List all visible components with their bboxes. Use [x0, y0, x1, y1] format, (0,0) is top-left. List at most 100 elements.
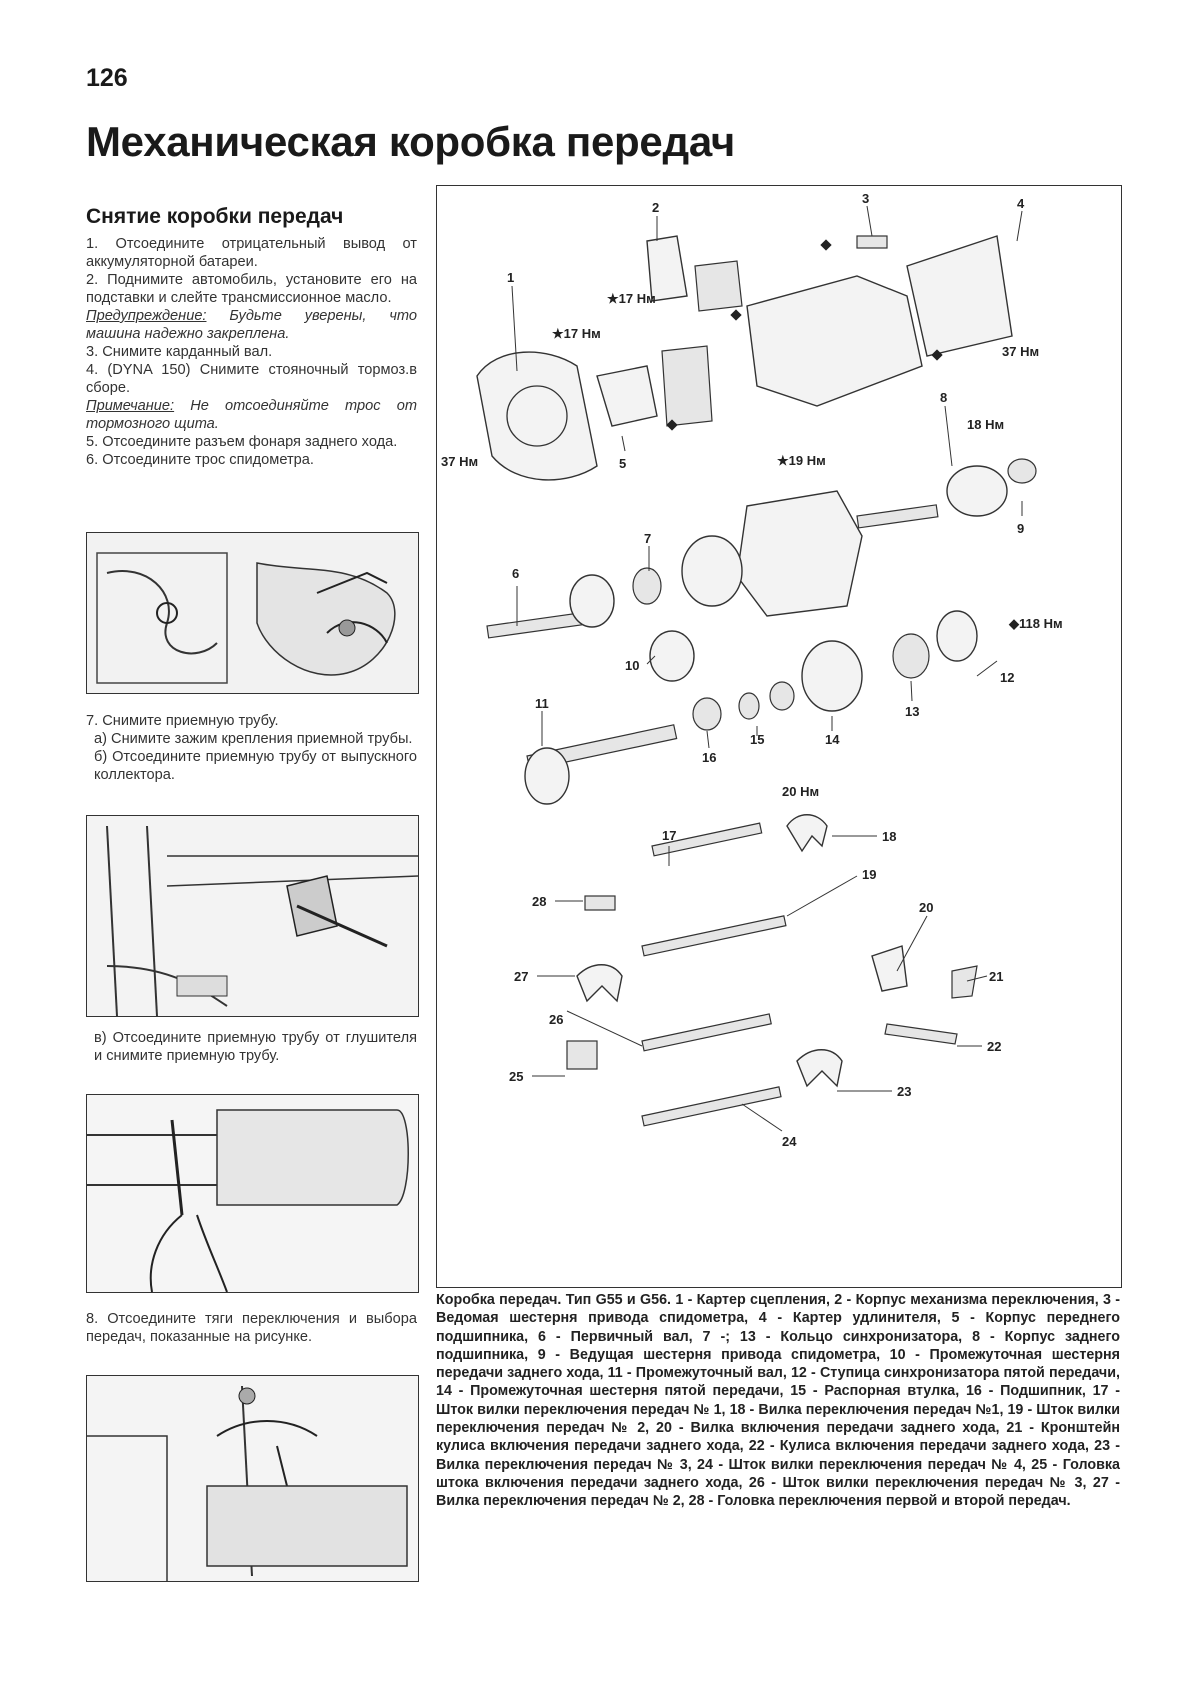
part-16-bearing [692, 697, 722, 731]
callout-16: 16 [702, 750, 716, 765]
left-column: Снятие коробки передач 1. Отсоедините от… [86, 205, 417, 469]
warning-text: Будьте уверены, что машина надежно закре… [86, 308, 417, 342]
gasket-a [661, 345, 713, 427]
part-2-shift-housing [646, 235, 688, 302]
warning: Предупреждение: Будьте уверены, что маши… [86, 307, 417, 343]
callout-11: 11 [535, 696, 549, 711]
part-25-reverse-shift-head [566, 1040, 598, 1070]
callout-18: 18 [882, 829, 896, 844]
callout-27: 27 [514, 969, 528, 984]
callout-13: 13 [905, 704, 919, 719]
callout-3: 3 [862, 191, 869, 206]
part-7-synchronizer-ring [632, 567, 662, 605]
part-22-reverse-shift-arm [884, 1023, 958, 1045]
callout-9: 9 [1017, 521, 1024, 536]
page-number: 126 [86, 64, 128, 92]
part-23-shift-fork-3 [796, 1049, 843, 1088]
photo-speedometer-cable [86, 532, 419, 694]
part-17-shift-fork-shaft-1 [651, 822, 763, 857]
part-26-shift-fork-shaft-3 [641, 1013, 772, 1052]
callout-10: 10 [625, 658, 639, 673]
photo-exhaust-clamp-illustration [87, 816, 418, 1016]
part-15-needle-bearing [769, 681, 795, 711]
photo-shift-linkage [86, 1375, 419, 1582]
torque-17nm-a: ★17 Нм [607, 291, 656, 306]
part-18-shift-fork-1 [786, 814, 828, 853]
step-2: 2. Поднимите автомобиль, установите его … [86, 272, 417, 306]
part-27-shift-fork-2 [576, 964, 623, 1003]
part-12-fifth-synchronizer-hub [936, 610, 978, 662]
callout-2: 2 [652, 200, 659, 215]
photo-muffler-illustration [87, 1095, 418, 1292]
step-1: 1. Отсоедините отрицательный вывод от ак… [86, 236, 417, 270]
callout-25: 25 [509, 1069, 523, 1084]
callout-7: 7 [644, 531, 651, 546]
diagram-caption: Коробка передач. Тип G55 и G56. 1 - Карт… [436, 1292, 1120, 1510]
intermediate-plate [736, 490, 863, 617]
part-6-input-gear [569, 574, 615, 628]
callout-26: 26 [549, 1012, 563, 1027]
gearbox-exploded-view: 1 2 3 4 5 6 7 8 9 10 11 12 13 14 15 16 1… [441, 191, 1063, 1149]
callout-5: 5 [619, 456, 626, 471]
part-24-shift-fork-shaft-4 [641, 1086, 782, 1127]
callout-1: 1 [507, 270, 514, 285]
transmission-case [746, 275, 923, 407]
part-9-speedometer-drive-gear [1007, 458, 1037, 484]
callout-14: 14 [825, 732, 840, 747]
photo-speedometer-cable-illustration [87, 533, 418, 693]
step-7b: б) Отсоедините приемную трубу от выпускн… [94, 749, 417, 783]
step-7c-block: в) Отсоедините приемную трубу от глушите… [86, 1029, 417, 1065]
step-3: 3. Снимите карданный вал. [86, 344, 273, 360]
callout-20: 20 [919, 900, 933, 915]
callout-24: 24 [782, 1134, 797, 1149]
torque-20nm: 20 Нм [782, 784, 819, 799]
warning-label: Предупреждение: [86, 308, 207, 324]
part-1-clutch-housing [476, 351, 598, 481]
part-10-reverse-idler-gear [649, 630, 695, 682]
photo-exhaust-clamp [86, 815, 419, 1017]
callout-8: 8 [940, 390, 947, 405]
torque-37nm-b: 37 Нм [1002, 344, 1039, 359]
torque-18nm: 18 Нм [967, 417, 1004, 432]
output-gear-cluster [681, 535, 743, 607]
callout-17: 17 [662, 828, 676, 843]
gasket-b [694, 260, 743, 312]
step-5: 5. Отсоедините разъем фонаря заднего ход… [86, 434, 398, 450]
part-21-reverse-shift-arm-bracket [951, 965, 978, 999]
callout-19: 19 [862, 867, 876, 882]
torque-17nm-b: ★17 Нм [552, 326, 601, 341]
photo-muffler [86, 1094, 419, 1293]
note-text: Не отсоединяйте трос от тормозного щита. [86, 398, 417, 432]
part-20-reverse-shift-fork [871, 945, 908, 992]
step-4: 4. (DYNA 150) Снимите стояночный тормоз.… [86, 362, 417, 396]
part-19-shift-fork-shaft-2 [641, 915, 787, 957]
step-8: 8. Отсоедините тяги переключения и выбор… [86, 1311, 417, 1345]
step-7: 7. Снимите приемную трубу. [86, 713, 279, 729]
part-11-countershaft-gear [524, 747, 570, 805]
callout-28: 28 [532, 894, 546, 909]
step-7-block: 7. Снимите приемную трубу. а) Снимите за… [86, 712, 417, 784]
callout-22: 22 [987, 1039, 1001, 1054]
step-7c: в) Отсоедините приемную трубу от глушите… [94, 1030, 417, 1064]
torque-118nm: ◆118 Нм [1008, 616, 1063, 631]
callout-6: 6 [512, 566, 519, 581]
step-7a: а) Снимите зажим крепления приемной труб… [94, 731, 413, 747]
note-label: Примечание: [86, 398, 175, 414]
torque-19nm: ★19 Нм [777, 453, 826, 468]
torque-37nm-a: 37 Нм [441, 454, 478, 469]
photo-shift-linkage-illustration [87, 1376, 418, 1581]
output-shaft [856, 504, 939, 529]
part-4-extension-housing [906, 235, 1013, 357]
callout-12: 12 [1000, 670, 1014, 685]
step-8-block: 8. Отсоедините тяги переключения и выбор… [86, 1310, 417, 1346]
callout-4: 4 [1017, 196, 1025, 211]
callout-23: 23 [897, 1084, 911, 1099]
part-8-rear-bearing-retainer [946, 465, 1008, 517]
part-14-fifth-driven-gear [801, 640, 863, 712]
part-28-shift-head-1-2 [584, 895, 616, 911]
callout-21: 21 [989, 969, 1003, 984]
page-title: Механическая коробка передач [86, 118, 735, 165]
part-13-synchronizer-ring [892, 633, 930, 679]
callout-15: 15 [750, 732, 764, 747]
part-5-front-bearing-retainer [596, 365, 658, 427]
